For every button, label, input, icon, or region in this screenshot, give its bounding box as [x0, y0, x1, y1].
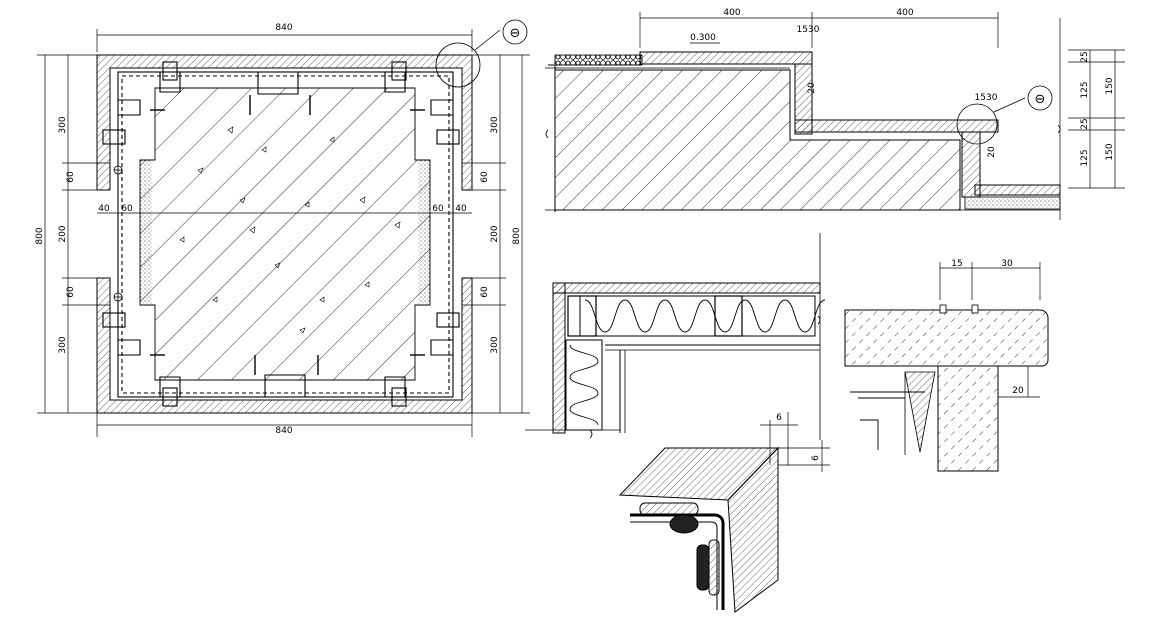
edge-detail: 15 30 20 [844, 259, 1049, 472]
plan-dim-right-lower: 300 [490, 336, 500, 353]
plan-callout-symbol: ⊖ [510, 26, 521, 41]
step-floor-finish [974, 184, 1061, 196]
plan-cladding-bottom [96, 277, 473, 414]
plan-dim-left-upper: 300 [58, 116, 68, 133]
plan-inner-40-left: 40 [98, 204, 110, 214]
step-right-125-a: 125 [1080, 81, 1090, 98]
step-detail-callout-circle[interactable] [956, 103, 998, 145]
plan-concrete-core [139, 87, 431, 381]
plan-aggregate-triangles [179, 126, 401, 334]
step-gravel-bed [554, 54, 643, 66]
corner-seal-detail: 6 6 [618, 412, 830, 613]
edge-wedge [904, 371, 936, 453]
plan-dim-left-gap: 60 [66, 171, 76, 183]
corner-side-gasket [696, 544, 710, 591]
corner-stud [567, 295, 597, 337]
plan-inner-40-right: 40 [455, 204, 467, 214]
edge-dim-30: 30 [1001, 259, 1013, 269]
plan-dim-right-total: 800 [512, 227, 522, 244]
edge-slab [844, 309, 1049, 367]
ceiling-board [552, 282, 821, 294]
edge-post [937, 365, 999, 472]
plan-stipple-left [140, 160, 152, 305]
plan-anchor-bolts [150, 95, 425, 375]
plan-dim-right-upper: 300 [490, 116, 500, 133]
plan-dim-left-total: 800 [35, 227, 45, 244]
plan-steel-frame [102, 61, 460, 407]
plan-callout-tag[interactable] [502, 19, 528, 45]
step-riser-upper [794, 63, 813, 135]
edge-dim-20: 20 [1012, 386, 1024, 396]
step-floor-screed [964, 196, 1061, 210]
step-dim-top-right: 400 [896, 8, 913, 18]
column-plan: 840 840 800 800 300 60 200 60 300 300 60… [35, 19, 530, 437]
corner-top-gasket [669, 514, 699, 534]
step-callout-symbol: ⊖ [1035, 92, 1046, 107]
plan-dim-left-lower: 300 [58, 336, 68, 353]
plan-dim-right-gap2: 60 [480, 286, 490, 298]
corner-side-slab [727, 446, 779, 613]
step-elev-label: 0.300 [690, 33, 716, 43]
step-concrete-body [554, 69, 961, 211]
plan-inner-60-left: 60 [121, 204, 133, 214]
corner-edge-trim [630, 513, 725, 610]
plan-dim-left-gap2: 60 [66, 286, 76, 298]
corner-side-seal [708, 539, 720, 596]
plan-dim-right-mid: 200 [490, 225, 500, 242]
edge-dim-15: 15 [951, 259, 962, 269]
plan-cladding-top [96, 54, 473, 191]
step-right-125-b: 125 [1080, 149, 1090, 166]
step-section: 400 400 1530 1530 0.300 20 20 25 125 25 … [545, 8, 1125, 220]
step-dim-20-b: 20 [987, 146, 997, 158]
step-tread-lower [794, 119, 999, 133]
ceiling-insulation-waves [584, 299, 826, 333]
plan-stipple-right [418, 160, 430, 305]
step-tread-upper [639, 51, 813, 65]
plan-dim-bottom: 840 [275, 426, 292, 436]
plan-detail-callout-circle[interactable] [435, 42, 481, 88]
plan-dim-top: 840 [275, 23, 292, 33]
step-right-25-a: 25 [1080, 51, 1090, 62]
step-dim-1530-top: 1530 [797, 25, 820, 35]
step-dim-top-left: 400 [723, 8, 740, 18]
ceiling-stud [714, 295, 743, 337]
plan-screw-symbols [113, 165, 123, 302]
step-right-25-b: 25 [1080, 118, 1090, 129]
plan-dim-right-gap: 60 [480, 171, 490, 183]
step-dim-1530-mid: 1530 [975, 93, 998, 103]
step-callout-tag[interactable] [1027, 85, 1053, 111]
corner-dim-6-h: 6 [776, 413, 782, 423]
step-right-150-a: 150 [1105, 77, 1115, 94]
plan-inner-60-right: 60 [432, 204, 444, 214]
wall-insulation-detail [525, 233, 826, 440]
wall-board [552, 282, 566, 434]
wall-insulation-waves [569, 344, 599, 426]
step-right-150-b: 150 [1105, 143, 1115, 160]
corner-dim-6-v: 6 [811, 455, 821, 461]
plan-dim-left-mid: 200 [58, 225, 68, 242]
corner-top-seal [639, 502, 699, 516]
edge-dimensions [939, 262, 1041, 398]
corner-dimensions [760, 412, 830, 472]
